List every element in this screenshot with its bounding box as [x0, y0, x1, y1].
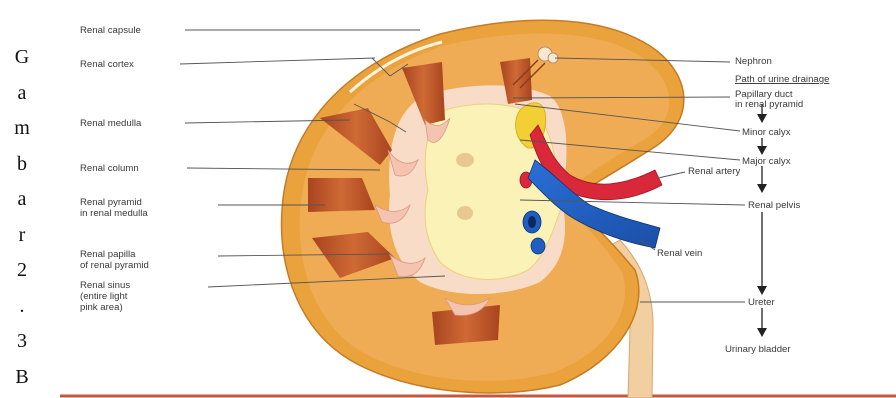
caption-letter: a: [0, 76, 44, 112]
label-renal-pelvis: Renal pelvis: [748, 200, 800, 211]
label-papillary-duct-line2: in renal pyramid: [735, 99, 803, 110]
label-renal-column: Renal column: [80, 163, 139, 174]
kidney-figure: Renal capsule Renal cortex Renal medulla…: [50, 0, 896, 398]
caption-letter: G: [0, 40, 44, 76]
label-nephron: Nephron: [735, 56, 772, 67]
label-ureter: Ureter: [748, 297, 775, 308]
label-renal-papilla-line2: of renal pyramid: [80, 260, 149, 271]
vein-branch-section: [531, 238, 545, 254]
label-minor-calyx: Minor calyx: [742, 127, 791, 138]
caption-letter: 2: [0, 253, 44, 289]
label-path-of-urine-drainage: Path of urine drainage: [735, 74, 829, 85]
label-urinary-bladder: Urinary bladder: [725, 344, 791, 355]
label-renal-sinus-line3: pink area): [80, 302, 123, 313]
kidney-diagram: Renal capsule Renal cortex Renal medulla…: [50, 0, 896, 398]
caption-letter: B: [0, 360, 44, 396]
label-renal-capsule: Renal capsule: [80, 25, 141, 36]
label-renal-cortex: Renal cortex: [80, 59, 134, 70]
label-renal-pyramid: Renal pyramid: [80, 197, 142, 208]
caption-letter: b: [0, 147, 44, 183]
vertical-caption: G a m b a r 2 . 3 B: [0, 40, 44, 395]
caption-letter: a: [0, 182, 44, 218]
label-renal-artery: Renal artery: [688, 166, 740, 177]
caption-letter: m: [0, 111, 44, 147]
sinus-vessel-section: [456, 153, 474, 167]
caption-letter: r: [0, 218, 44, 254]
label-renal-vein: Renal vein: [657, 248, 702, 259]
label-renal-medulla: Renal medulla: [80, 118, 142, 129]
label-renal-sinus: Renal sinus: [80, 280, 130, 291]
label-renal-pyramid-line2: in renal medulla: [80, 208, 148, 219]
caption-letter: .: [0, 289, 44, 325]
sinus-vessel-section: [457, 206, 473, 220]
label-renal-papilla: Renal papilla: [80, 249, 136, 260]
caption-letter: 3: [0, 324, 44, 360]
label-major-calyx: Major calyx: [742, 156, 791, 167]
vein-lumen: [528, 216, 536, 228]
label-renal-sinus-line2: (entire light: [80, 291, 128, 302]
